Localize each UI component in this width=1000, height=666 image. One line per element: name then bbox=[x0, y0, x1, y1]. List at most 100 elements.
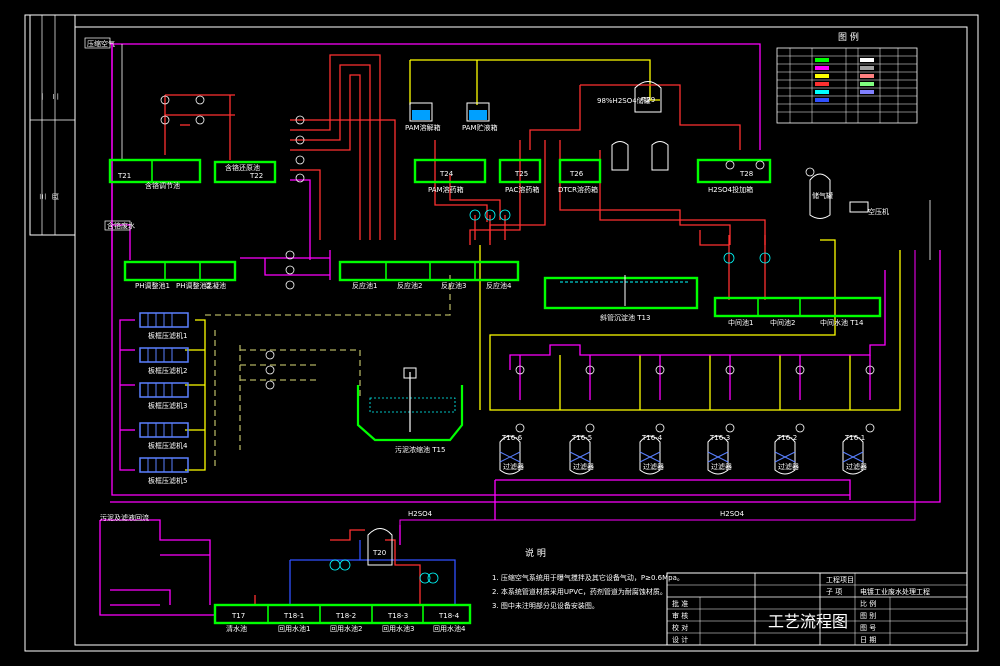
tb-left-row: 审 核 bbox=[672, 611, 688, 620]
vessel-label: PAM溶解箱 bbox=[405, 123, 441, 132]
h2so4-label-2: H2SO4 bbox=[408, 510, 433, 518]
note-line: 2. 本系统管道材质采用UPVC，药剂管道为耐腐蚀材质。 bbox=[492, 587, 667, 596]
tank-label: DTCR溶药箱 bbox=[558, 185, 598, 194]
pam-header-pipe bbox=[410, 59, 660, 101]
tank-tag: T26 bbox=[569, 170, 584, 178]
tank-label: PAC溶药箱 bbox=[505, 185, 539, 194]
tank-tag: T24 bbox=[439, 170, 454, 178]
tank-label: 回用水池2 bbox=[330, 624, 362, 633]
flow-labels: 压缩空气 含铬废水 污泥及滤液回流 H2SO4 H2SO4 bbox=[84, 37, 745, 522]
tank-label: 含铬还原池 bbox=[225, 163, 260, 172]
tank-t28[interactable] bbox=[696, 158, 772, 184]
notes-block: 说 明 1. 压缩空气系统用于曝气搅拌及其它设备气动，P≥0.6Mpa。 2. … bbox=[492, 547, 684, 610]
t14-body bbox=[713, 296, 882, 318]
tank-tag: T21 bbox=[117, 172, 131, 180]
filter-vessel[interactable]: T16-1 过滤器 bbox=[842, 434, 867, 475]
tank-tag: T18-2 bbox=[335, 612, 356, 620]
vessel-pam1 bbox=[409, 102, 433, 122]
tank-tag: T18-1 bbox=[283, 612, 304, 620]
tb-right-row: 日 期 bbox=[860, 636, 876, 644]
tank-reaction[interactable] bbox=[338, 260, 520, 282]
filter-tag: T16-5 bbox=[571, 434, 592, 442]
drawing-title: 工艺流程图 bbox=[768, 612, 848, 631]
intermediate-tank[interactable]: 中间池1 中间池2 中间水池 T14 bbox=[713, 296, 882, 327]
settler-label: 斜管沉淀池 T13 bbox=[600, 313, 650, 322]
left-stamp-box bbox=[29, 14, 76, 236]
tank-label: 回用水池4 bbox=[433, 624, 466, 633]
filter-vessel[interactable]: T16-3 过滤器 bbox=[707, 434, 732, 475]
filter-press[interactable]: 板框压滤机4 bbox=[139, 422, 189, 450]
tank-row-2: PH调整池1 PH调整池2 混凝池 反应池1 反应池2 反应池3 反应池4 bbox=[123, 260, 520, 290]
filter-vessel[interactable]: T16-5 过滤器 bbox=[569, 434, 594, 475]
tank-t22[interactable] bbox=[213, 160, 277, 184]
filter-press[interactable]: 板框压滤机5 bbox=[139, 457, 189, 485]
press-label: 板框压滤机1 bbox=[148, 331, 187, 340]
vessel-label: PAM贮液箱 bbox=[462, 123, 498, 132]
filter-tag: T16-2 bbox=[776, 434, 797, 442]
project-label: 工程项目 bbox=[826, 575, 854, 584]
stamp-note: 二 bbox=[52, 93, 60, 100]
tank-label: 反应池4 bbox=[486, 281, 512, 290]
tank-label: 回用水池1 bbox=[278, 624, 310, 633]
filter-press[interactable]: 板框压滤机1 bbox=[139, 312, 189, 340]
filter-vessel[interactable]: T16-6 过滤器 bbox=[499, 434, 524, 475]
filter-name: 过滤器 bbox=[846, 462, 867, 471]
note-line: 1. 压缩空气系统用于曝气搅拌及其它设备气动，P≥0.6Mpa。 bbox=[492, 573, 684, 582]
filter-press[interactable]: 板框压滤机3 bbox=[139, 382, 189, 410]
tb-left-row: 设 计 bbox=[672, 635, 688, 644]
tb-left-row: 批 准 bbox=[672, 599, 688, 608]
filter-name: 过滤器 bbox=[503, 462, 524, 471]
thickener-body bbox=[356, 385, 464, 442]
t14-label: 中间水池 T14 bbox=[820, 318, 864, 327]
tank-tag: T17 bbox=[231, 612, 245, 620]
filter-tag: T16-6 bbox=[501, 434, 523, 442]
press-label: 板框压滤机5 bbox=[148, 476, 187, 485]
filter-feed-pipe bbox=[509, 270, 886, 370]
tank-tag: T18-4 bbox=[438, 612, 460, 620]
tank-row-1: 含铬调节池 T21 含铬还原池 T22 PAM溶药箱 T24 PAC溶药箱 T2… bbox=[108, 158, 772, 194]
legend-title: 图 例 bbox=[838, 31, 859, 43]
filter-vessel[interactable]: T16-2 过滤器 bbox=[774, 434, 799, 475]
vessel-label: 空压机 bbox=[868, 207, 889, 216]
air-down-pipe bbox=[111, 44, 850, 496]
h2so4-label: H2SO4 bbox=[720, 510, 745, 518]
air-compressor bbox=[849, 201, 869, 213]
filter-press[interactable]: 板框压滤机2 bbox=[139, 347, 189, 375]
tank-t25[interactable] bbox=[498, 158, 542, 184]
tank-t26[interactable] bbox=[558, 158, 602, 184]
tb-right-row: 图 号 bbox=[860, 624, 876, 632]
press-label: 板框压滤机3 bbox=[148, 401, 187, 410]
tank-tag: T18-3 bbox=[387, 612, 408, 620]
vessel-t29 bbox=[634, 81, 662, 113]
tank-label: H2SO4投加箱 bbox=[708, 185, 753, 194]
tank-label: PH调整池2 bbox=[176, 281, 211, 290]
filter-tag: T16-3 bbox=[709, 434, 730, 442]
filter-name: 过滤器 bbox=[643, 462, 664, 471]
vessel-label: 储气罐 bbox=[812, 191, 833, 200]
tank-label: 反应池1 bbox=[352, 281, 377, 290]
vessel-t20[interactable] bbox=[367, 528, 393, 566]
tank-ph-adjust[interactable] bbox=[123, 260, 237, 282]
tank-t21[interactable] bbox=[108, 158, 202, 184]
title-block: 工程项目 子 项 电镀工业废水处理工程 工艺流程图 批 准 审 核 校 对 设 … bbox=[666, 572, 968, 646]
tank-t24[interactable] bbox=[413, 158, 487, 184]
tank-label: 反应池3 bbox=[441, 281, 466, 290]
inner-frame bbox=[74, 26, 968, 646]
tank-tag: T22 bbox=[249, 172, 263, 180]
vessel-pam2 bbox=[466, 102, 490, 122]
air-header-pipe bbox=[110, 43, 761, 150]
recycle-tank-body[interactable] bbox=[213, 603, 472, 625]
sludge-thickener[interactable]: 污泥浓缩池 T15 bbox=[356, 367, 464, 454]
tank-label: 回用水池3 bbox=[382, 624, 414, 633]
vessel-tag: T29 bbox=[641, 96, 655, 104]
vessel-t28b bbox=[651, 141, 669, 171]
filter-vessel[interactable]: T16-4 过滤器 bbox=[639, 434, 664, 475]
tank-label: PH调整池1 bbox=[135, 281, 170, 290]
press-label: 板框压滤机2 bbox=[148, 366, 187, 375]
tank-label: 含铬调节池 bbox=[145, 181, 180, 190]
outer-frame bbox=[24, 14, 979, 652]
inclined-settler[interactable]: 斜管沉淀池 T13 bbox=[543, 275, 699, 322]
sludge-inlet-label: 污泥及滤液回流 bbox=[100, 513, 149, 522]
